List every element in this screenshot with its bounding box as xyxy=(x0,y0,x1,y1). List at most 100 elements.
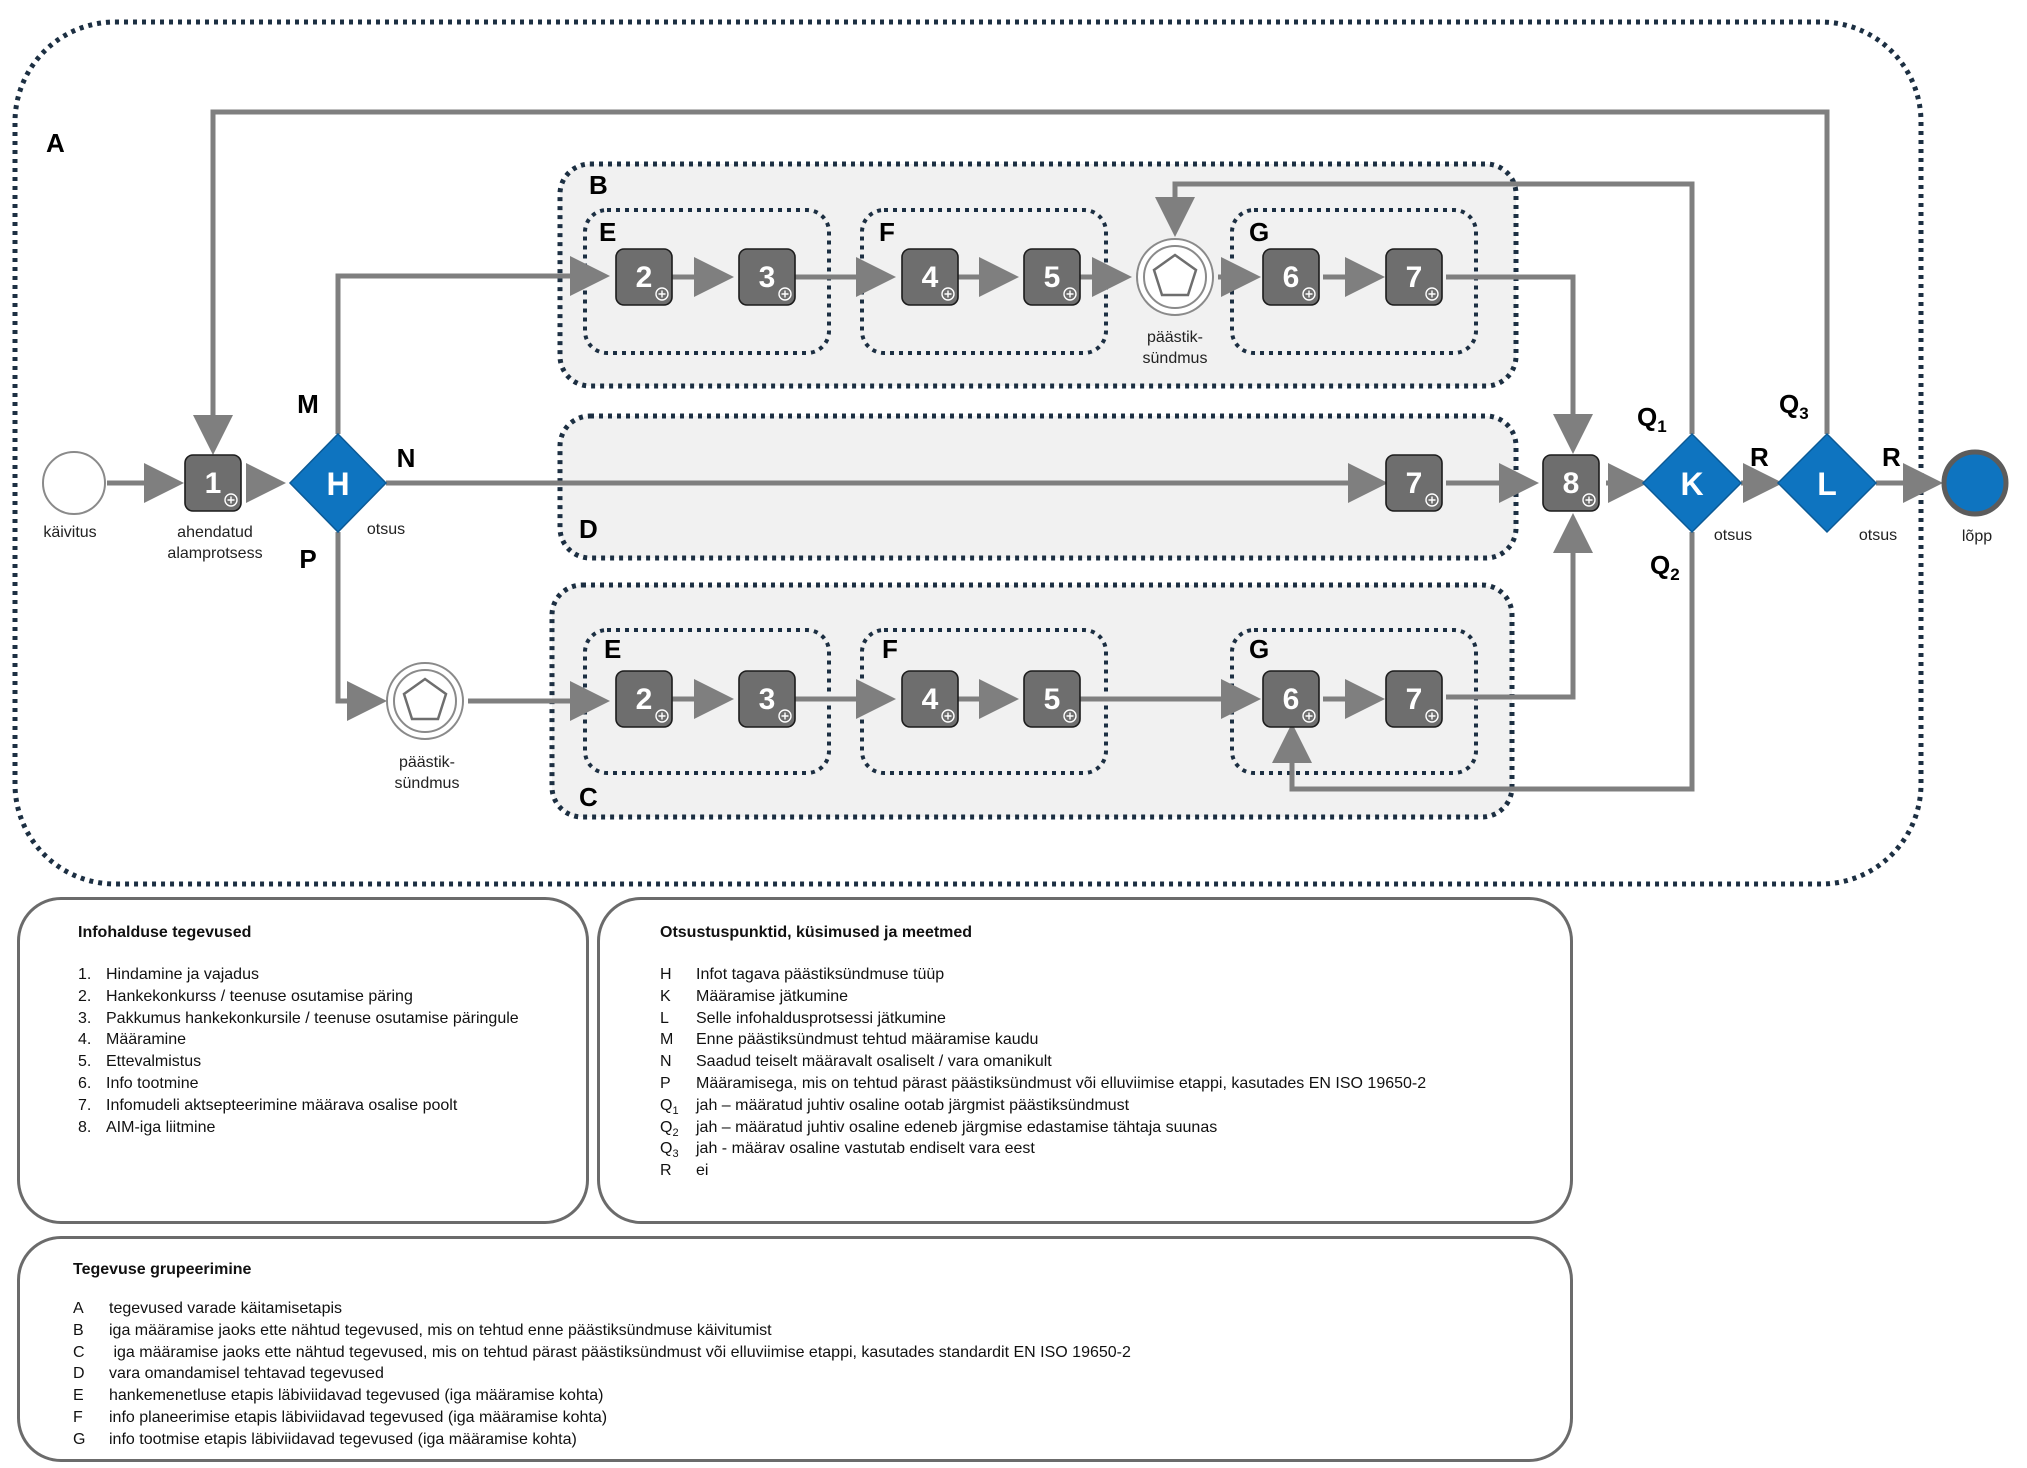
item-code: K xyxy=(660,986,696,1014)
code-letter: H xyxy=(660,966,672,983)
task-6-top-number: 6 xyxy=(1283,261,1300,294)
item-code: Q2 xyxy=(660,1117,696,1145)
legend-activities-list: 1.Hindamine ja vajadus 2.Hankekonkurss /… xyxy=(78,964,519,1138)
group-label-g-top: G xyxy=(1249,217,1269,247)
plus-in-circle-icon xyxy=(655,287,669,301)
item-text: Määramise jätkumine xyxy=(696,987,849,1005)
legend-activities-item: 4. Määramine xyxy=(78,1029,519,1051)
group-label-f-top: F xyxy=(879,217,895,247)
end-event xyxy=(1941,449,2009,517)
item-text: tegevused varade käitamisetapis xyxy=(109,1300,343,1317)
plus-in-circle-icon xyxy=(1582,493,1596,507)
trigger-bottom-label-line-1: päästik- xyxy=(399,754,455,771)
item-text: iga määramise jaoks ette nähtud tegevuse… xyxy=(109,1321,772,1339)
task-5-bottom-node: 5 xyxy=(1023,670,1081,728)
trigger-top-label-line-1: päästik- xyxy=(1147,329,1203,346)
code-letter: Q xyxy=(660,1118,673,1136)
gateway-k xyxy=(1641,432,1743,534)
task-6-bottom-number: 6 xyxy=(1283,683,1300,716)
item-code: 1. xyxy=(78,966,92,983)
legend-activities-item: 5.Ettevalmistus xyxy=(78,1051,519,1073)
item-text: Pakkumus hankekonkursile / teenuse osuta… xyxy=(106,1009,519,1027)
plus-in-circle-icon xyxy=(941,709,955,723)
item-text: jah - määrav osaline vastutab endiselt v… xyxy=(696,1140,1035,1158)
plus-in-circle-icon xyxy=(778,287,792,301)
pentagon-icon xyxy=(1152,253,1198,297)
end-label: lõpp xyxy=(1962,528,1992,545)
item-text: jah – määratud juhtiv osaline edeneb jär… xyxy=(696,1118,1218,1136)
task-7-top-node: 7 xyxy=(1385,248,1443,306)
item-text: Enne päästiksündmust tehtud määramise ka… xyxy=(696,1031,1039,1049)
code-subscript: 1 xyxy=(672,1104,679,1117)
gateway-h-letter: H xyxy=(326,466,349,502)
plus-in-circle-icon xyxy=(655,709,669,723)
subprocess-label-line-1: ahendatud xyxy=(177,524,253,541)
group-label-a: A xyxy=(46,128,65,158)
task-5-top-number: 5 xyxy=(1044,261,1061,294)
item-code: Q3 xyxy=(660,1138,696,1166)
item-code: D xyxy=(73,1365,85,1383)
item-code: 2. xyxy=(78,987,92,1005)
plus-in-circle-icon xyxy=(941,287,955,301)
item-code: Q1 xyxy=(660,1095,696,1123)
flow-label-m: M xyxy=(297,389,319,419)
task-3-top-number: 3 xyxy=(759,261,776,294)
group-label-f-bottom: F xyxy=(882,634,898,664)
legend-activities-panel: Infohalduse tegevused 1.Hindamine ja vaj… xyxy=(17,897,589,1224)
legend-activities-title: Infohalduse tegevused xyxy=(78,924,252,941)
plus-in-circle-icon xyxy=(778,709,792,723)
item-code: 7. xyxy=(78,1096,92,1114)
group-label-e-top: E xyxy=(599,217,616,247)
task-1-number: 1 xyxy=(205,467,222,500)
gateway-h xyxy=(288,432,388,534)
subprocess-label-line-2: alamprotsess xyxy=(167,545,262,562)
item-text: Määramisega, mis on tehtud pärast päästi… xyxy=(696,1074,1427,1092)
item-code: P xyxy=(660,1073,696,1101)
gateway-l-letter: L xyxy=(1817,466,1837,502)
item-text: Info tootmine xyxy=(106,1074,199,1092)
item-code: 4. xyxy=(78,1031,92,1049)
item-code: H xyxy=(660,964,696,992)
legend-activities-item: 8.AIM-iga liitmine xyxy=(78,1117,519,1139)
group-label-c: C xyxy=(579,782,598,812)
task-2-top-node: 2 xyxy=(615,248,673,306)
trigger-event-bottom xyxy=(386,662,464,740)
task-2-top-number: 2 xyxy=(636,261,653,294)
gateway-h-caption: otsus xyxy=(367,521,405,538)
code-letter: M xyxy=(660,1031,674,1049)
legend-decisions-item: M Enne päästiksündmust tehtud määramise k… xyxy=(660,1029,1426,1051)
code-subscript: 2 xyxy=(672,1126,679,1139)
legend-activities-item: 7.Infomudeli aktsepteerimine määrava osa… xyxy=(78,1095,519,1117)
item-text: Määramine xyxy=(106,1031,187,1049)
plus-in-circle-icon xyxy=(1302,287,1316,301)
task-3-top-node: 3 xyxy=(738,248,796,306)
gateway-l-caption: otsus xyxy=(1859,527,1897,544)
code-letter: Q xyxy=(660,1096,673,1114)
flow-label-q2: Q2 xyxy=(1650,550,1680,584)
legend-grouping-title: Tegevuse grupeerimine xyxy=(73,1261,252,1278)
task-8-number: 8 xyxy=(1563,467,1580,500)
item-code: B xyxy=(73,1321,84,1339)
pentagon-icon xyxy=(402,677,448,721)
legend-activities-item: 6.Info tootmine xyxy=(78,1073,519,1095)
code-letter: L xyxy=(660,1009,669,1027)
task-3-bottom-number: 3 xyxy=(759,683,776,716)
task-4-bottom-node: 4 xyxy=(901,670,959,728)
item-text: vara omandamisel tehtavad tegevused xyxy=(109,1365,384,1383)
group-label-d: D xyxy=(579,514,598,544)
task-5-bottom-number: 5 xyxy=(1044,683,1061,716)
flow-label-n: N xyxy=(397,443,416,473)
item-text: iga määramise jaoks ette nähtud tegevuse… xyxy=(109,1343,1131,1361)
task-5-top-node: 5 xyxy=(1023,248,1081,306)
item-code: 8. xyxy=(78,1118,92,1136)
